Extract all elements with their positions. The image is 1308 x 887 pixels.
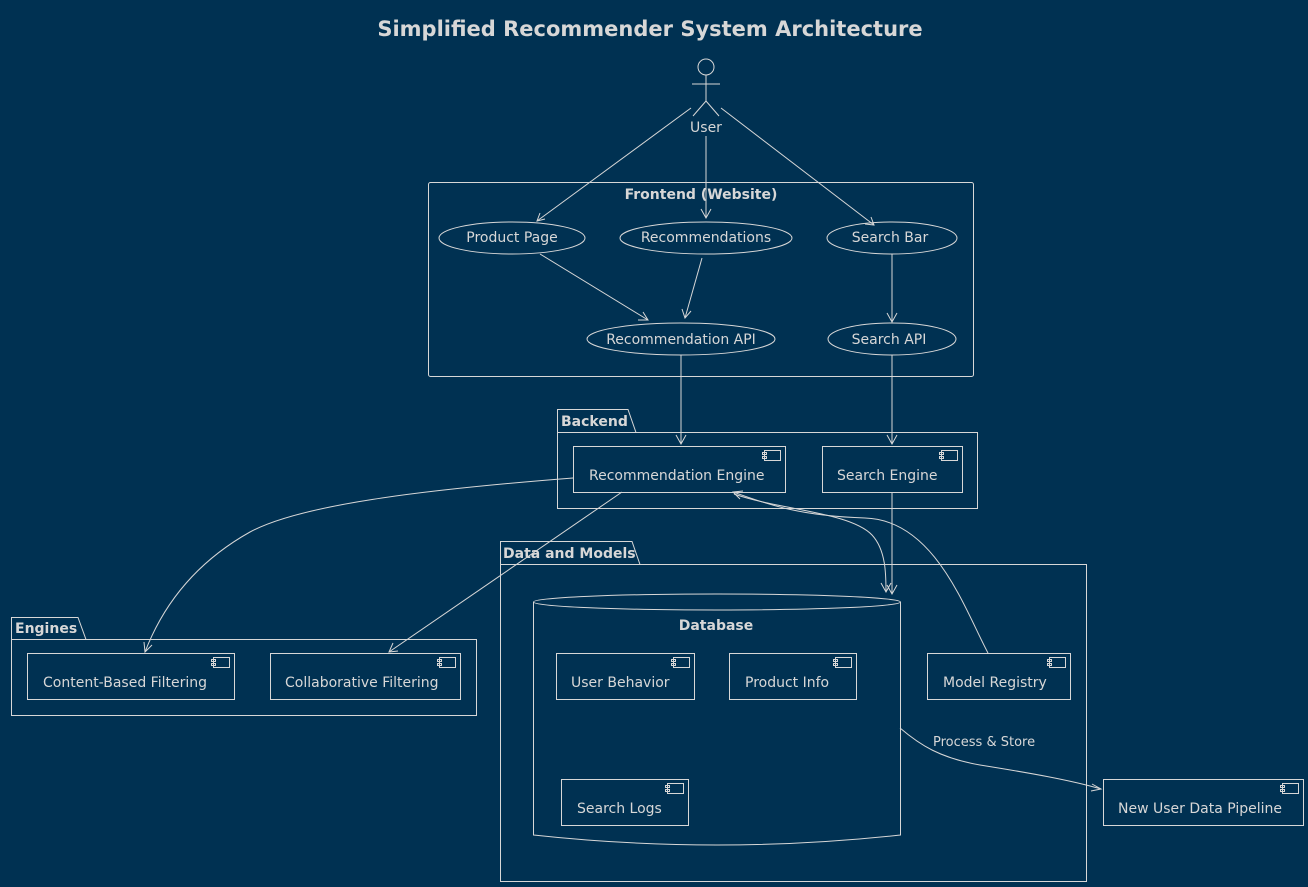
component-icon — [665, 783, 684, 794]
user-label: User — [690, 120, 722, 136]
edge-model-registry-engine — [731, 490, 989, 654]
component-model-registry: Model Registry — [927, 653, 1071, 700]
component-label: Recommendation Engine — [589, 468, 764, 484]
edge-api-search-engine — [886, 355, 898, 446]
component-icon — [1280, 783, 1299, 794]
diagram-title: Simplified Recommender System Architectu… — [377, 17, 922, 41]
edge-product-page-api — [539, 253, 649, 321]
component-label: User Behavior — [571, 675, 670, 691]
edge-search-engine-database — [886, 492, 898, 596]
component-recommendation-engine: Recommendation Engine — [573, 446, 786, 493]
engines-package-title: Engines — [15, 621, 77, 637]
component-collaborative-filtering: Collaborative Filtering — [270, 653, 461, 700]
component-label: Product Info — [745, 675, 829, 691]
usecase-recommendation-api: Recommendation API — [586, 322, 776, 356]
component-search-engine: Search Engine — [822, 446, 963, 493]
usecase-label: Recommendations — [641, 230, 771, 246]
component-icon — [437, 657, 456, 668]
usecase-label: Product Page — [466, 230, 558, 246]
usecase-search-bar: Search Bar — [826, 221, 958, 255]
usecase-product-page: Product Page — [438, 221, 586, 255]
component-content-filtering: Content-Based Filtering — [27, 653, 235, 700]
usecase-search-api: Search API — [827, 322, 957, 356]
component-icon — [211, 657, 230, 668]
component-user-behavior: User Behavior — [556, 653, 695, 700]
frontend-package: Frontend (Website) — [428, 182, 974, 377]
backend-package: Backend — [557, 409, 978, 509]
stick-figure-icon — [692, 58, 720, 117]
edge-engine-database — [733, 493, 892, 594]
component-label: Content-Based Filtering — [43, 675, 207, 691]
database-title: Database — [679, 618, 754, 634]
edge-label-process-store: Process & Store — [933, 735, 1035, 750]
backend-package-title: Backend — [561, 414, 628, 430]
engines-package: Engines — [11, 617, 477, 716]
component-label: Search Logs — [577, 801, 662, 817]
usecase-recommendations: Recommendations — [619, 221, 793, 255]
user-actor: User — [690, 58, 722, 136]
edge-user-search-bar — [720, 107, 875, 226]
edge-user-recommendations — [700, 136, 712, 220]
data-models-package-title: Data and Models — [503, 546, 636, 562]
component-label: Collaborative Filtering — [285, 675, 439, 691]
usecase-label: Search Bar — [852, 230, 929, 246]
component-product-info: Product Info — [729, 653, 857, 700]
data-models-package: Data and Models — [500, 541, 1087, 882]
component-icon — [762, 450, 781, 461]
component-icon — [1047, 657, 1066, 668]
edge-search-bar-api — [886, 254, 898, 324]
component-search-logs: Search Logs — [561, 779, 689, 826]
edge-database-pipeline: Process & Store — [899, 727, 1103, 792]
frontend-package-title: Frontend (Website) — [625, 187, 778, 203]
edge-engine-collaborative-filtering — [388, 491, 623, 653]
component-label: New User Data Pipeline — [1118, 801, 1282, 817]
edge-api-recommendation-engine — [675, 355, 687, 446]
component-new-user-pipeline: New User Data Pipeline — [1103, 779, 1304, 826]
component-icon — [671, 657, 690, 668]
edge-recommendations-api — [681, 257, 703, 319]
component-label: Model Registry — [943, 675, 1047, 691]
usecase-label: Recommendation API — [606, 332, 756, 348]
component-icon — [833, 657, 852, 668]
edge-engine-content-filtering — [143, 477, 574, 654]
component-label: Search Engine — [837, 468, 938, 484]
database: Database — [533, 593, 901, 846]
usecase-label: Search API — [852, 332, 927, 348]
component-icon — [939, 450, 958, 461]
edge-user-product-page — [536, 107, 692, 222]
